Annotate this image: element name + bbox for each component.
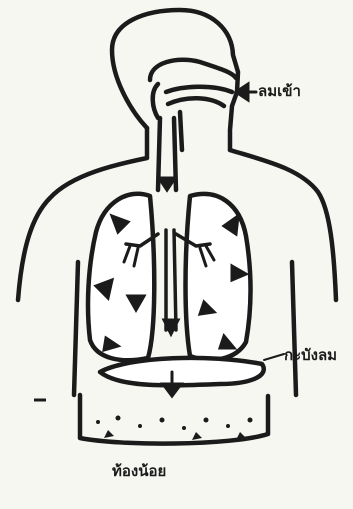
torso-right-side [292,262,296,395]
abdomen-speck [182,426,186,430]
diaphragm-arrow-head [163,384,181,396]
esophagus-wall [180,112,182,150]
abdomen-speck [96,420,100,424]
abdomen-label: ท้องน้อย [112,464,166,479]
tongue [168,98,224,106]
diaphragm [100,358,264,385]
pharynx [153,84,158,118]
lung-arrow-center [164,320,178,334]
diaphragm-label: กะบังลม [284,348,337,363]
nasal-cavity [150,60,236,80]
abdomen-speck [138,424,142,428]
diaphragm-pointer [264,354,284,360]
abdomen-speck [104,430,114,438]
abdomen-speck [116,416,121,421]
abdomen-speck [160,418,165,423]
abdomen-speck [204,418,209,423]
inhale-label: ลมเข้า [258,84,301,99]
abdomen-speck [192,432,202,440]
trachea-lower [166,230,176,330]
abdomen-speck [226,424,230,428]
palate [166,87,232,92]
trachea-arrow [159,178,175,190]
abdomen-speck [248,418,253,423]
torso-left-side [74,262,78,395]
